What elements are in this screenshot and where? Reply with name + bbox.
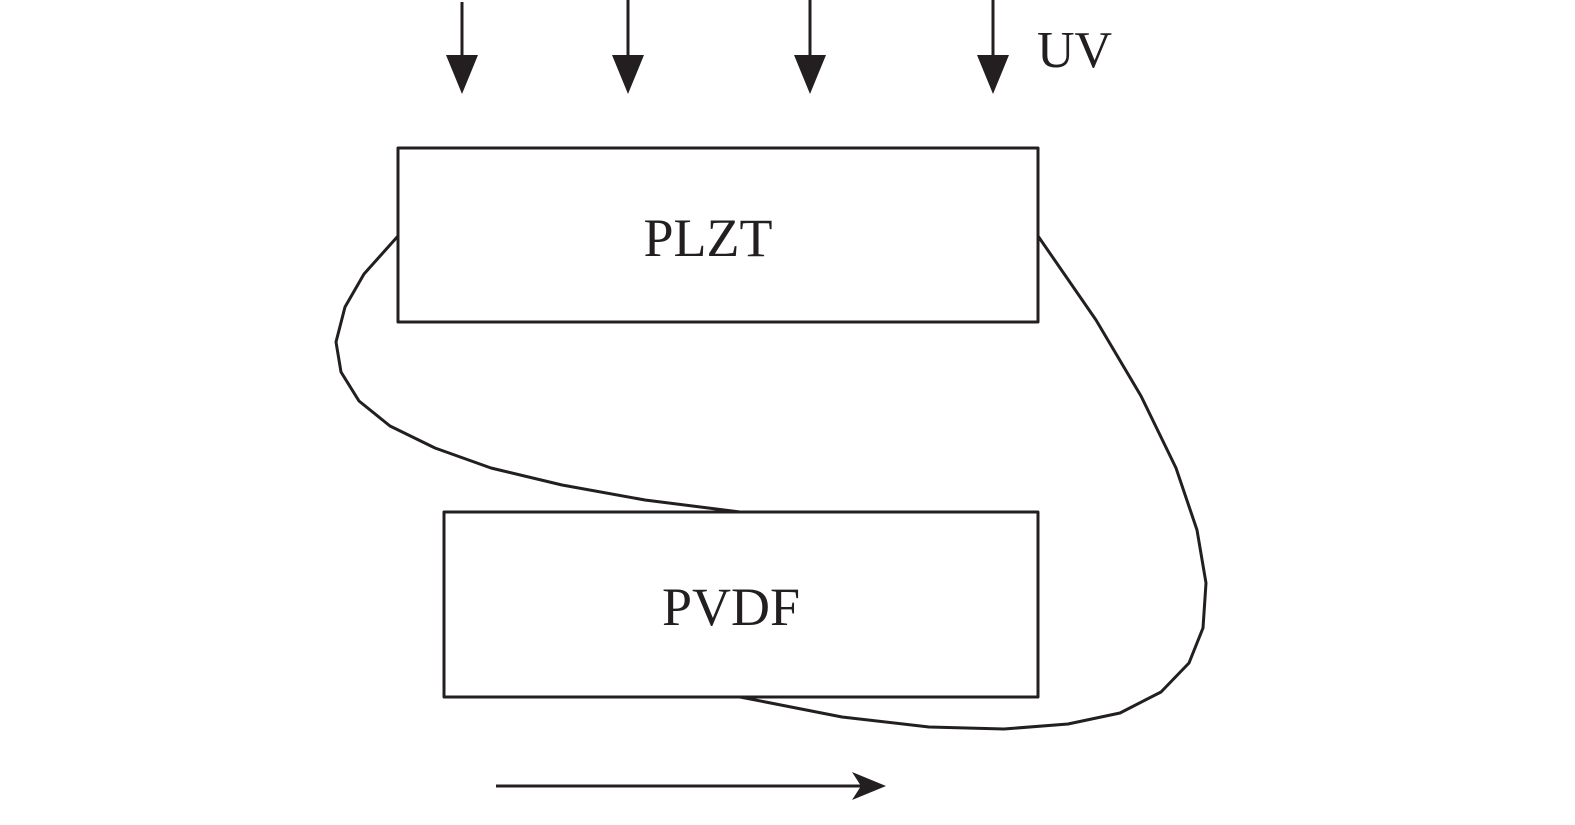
uv-arrow-3	[794, 0, 826, 94]
left-connecting-wire	[334, 234, 741, 514]
right-connecting-wire	[739, 235, 1208, 731]
uv-label: UV	[1037, 22, 1112, 79]
uv-arrows	[446, 0, 1009, 94]
plzt-layer-box	[396, 146, 1040, 324]
pvdf-label: PVDF	[662, 577, 800, 637]
uv-arrow-1	[446, 2, 478, 94]
uv-arrow-4	[977, 0, 1009, 94]
plzt-label: PLZT	[644, 208, 773, 268]
uv-arrow-2	[612, 0, 644, 94]
direction-arrow	[496, 772, 886, 800]
